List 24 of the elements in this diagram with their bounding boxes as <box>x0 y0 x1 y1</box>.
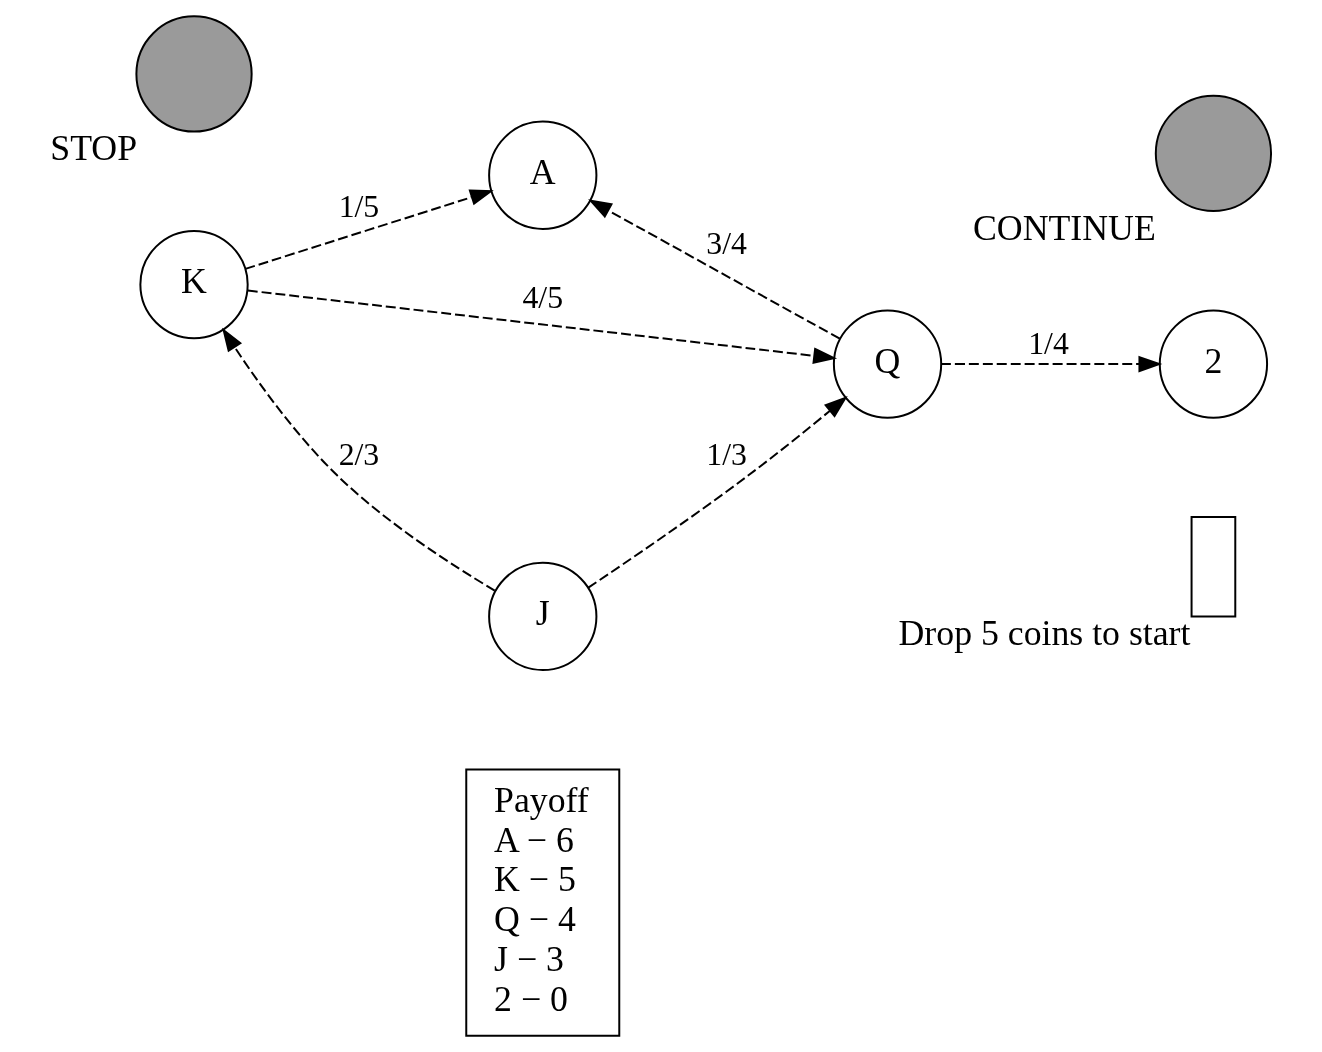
arrow <box>244 189 494 270</box>
node-label: STOP <box>50 128 138 169</box>
arrow <box>588 199 841 340</box>
node-circle: A <box>488 120 598 230</box>
edge-label: 1/4 <box>1028 325 1069 361</box>
node-circle <box>135 15 253 133</box>
node-circle: K <box>139 229 249 340</box>
node-box <box>1190 516 1237 618</box>
edge-label: 1/3 <box>706 436 747 472</box>
arrow <box>246 289 838 364</box>
edge-label: 1/5 <box>338 188 380 224</box>
edge-label: 4/5 <box>522 280 564 316</box>
arrow <box>587 396 848 589</box>
node-label: CONTINUE <box>973 207 1156 248</box>
node-label: Drop 5 coins to start <box>898 613 1191 654</box>
node-circle: Q <box>832 309 943 419</box>
node-circle: 2 <box>1158 309 1269 419</box>
node-box: Payoff A − 6 K − 5 Q − 4 J − 3 2 − 0 <box>465 768 621 1037</box>
edge-label: 3/4 <box>706 226 747 262</box>
edge-label: 2/3 <box>338 436 380 472</box>
arrow <box>222 327 496 592</box>
node-circle <box>1154 94 1273 213</box>
node-circle: J <box>488 561 598 672</box>
arrow <box>940 355 1163 373</box>
